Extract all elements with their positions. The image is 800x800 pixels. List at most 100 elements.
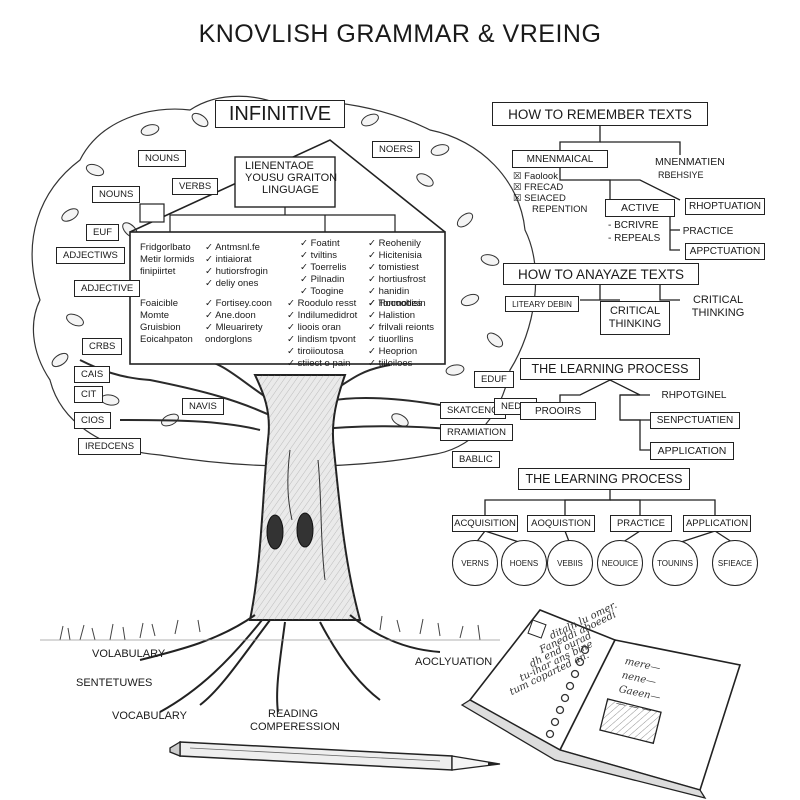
board-col-4-line: ✓ hanidin: [368, 286, 410, 297]
learning1-title: THE LEARNING PROCESS: [520, 358, 700, 380]
remember-active: ACTIVE: [605, 199, 675, 217]
analyze-connectors: [580, 285, 680, 301]
analyze-critical-1: CRITICAL THINKING: [600, 301, 670, 335]
infinitive-header: INFINITIVE: [215, 100, 345, 128]
tree-tag-left: ADJECTIVE: [74, 280, 141, 297]
board-col-4-line: ✓ Hicitenisia: [368, 250, 422, 261]
learning2-stage-box: ACQUISITION: [452, 515, 518, 532]
mnemonic-item: REPENTION: [532, 204, 588, 215]
board-col-8-line: ✓ tiiloiloes: [368, 358, 413, 369]
remember-connectors: [559, 125, 681, 251]
board-heading-1: LIENENTAOE: [245, 160, 314, 172]
board-col-4-line: ✓ Hocoobisin: [368, 298, 426, 309]
root-label-application: AOCLYUATION: [415, 656, 493, 668]
board-col-7-line: ✓ lindism tpvont: [287, 334, 356, 345]
tree-tag-left: NOUNS: [138, 150, 187, 167]
board-col-4-line: ✓ tomistiest: [368, 262, 419, 273]
learning2-stage-box: AOQUISTION: [527, 515, 595, 532]
remember-mnemonical: MNENMAICAL: [512, 150, 608, 168]
root-label-vocabulary-2: VOCABULARY: [112, 710, 187, 722]
tree-tag-right: RRAMIATION: [440, 424, 513, 441]
learning2-title: THE LEARNING PROCESS: [518, 468, 690, 490]
board-col-7-line: ✓ Roodulo resst: [287, 298, 357, 309]
remember-active-item-1: - BCRIVRE: [608, 220, 659, 231]
board-col-5-line: Foaicible: [140, 298, 179, 309]
board-col-6-line: ✓ Fortisey.coon: [205, 298, 272, 309]
analyze-critical-2: CRITICAL THINKING: [680, 292, 756, 322]
learning2-circle: NEOUICE: [597, 540, 643, 586]
analyze-literary: LITEARY DEBIN: [505, 296, 579, 312]
tree-tag-right: BABLIC: [452, 451, 500, 468]
grass: [40, 615, 500, 641]
learning1-right-3: APPLICATION: [650, 442, 734, 460]
board-col-1-line: finipiirtet: [140, 266, 176, 277]
tree-tag-left: CIOS: [74, 412, 112, 429]
root-label-vocabulary-1: VOLABULARY: [92, 648, 166, 660]
critical-1-line-2: THINKING: [608, 318, 662, 330]
learning1-right-2: SENPCTUATIEN: [650, 412, 740, 429]
board-col-4-line: ✓ Reohenily: [368, 238, 421, 249]
learning1-connectors: [559, 379, 650, 451]
learning2-circle: VERNS: [452, 540, 498, 586]
tree-tag-left: NOUNS: [92, 186, 141, 203]
tree-tag-right: NOERS: [372, 141, 420, 158]
tree-tag-left: ADJECTIWS: [56, 247, 125, 264]
learning2-circle: VEBIIS: [547, 540, 593, 586]
analyze-title: HOW TO ANAYAZE TEXTS: [503, 263, 699, 285]
board-col-8-line: ✓ Tonmotles: [368, 298, 422, 309]
remember-active-item-2: - REPEALS: [608, 233, 661, 244]
small-figure: [139, 203, 165, 223]
board-col-2-line: ✓ Antmsnl.fe: [205, 242, 260, 253]
board-col-1-line: Metir lormids: [140, 254, 195, 265]
tree-tag-left: VERBS: [172, 178, 219, 195]
mnemonic-item: ☒ SEIACED: [513, 193, 566, 204]
board-col-7-line: ✓ lioois oran: [287, 322, 341, 333]
board-col-3-line: ✓ Foatint: [300, 238, 340, 249]
remember-mnemation-sub: RBEHSIYE: [658, 170, 704, 180]
tree-tag-left: CIT: [74, 386, 104, 403]
board-col-3-line: ✓ Toogine: [300, 286, 344, 297]
tree-tag-right: EDUF: [474, 371, 514, 388]
board-col-2-line: ✓ deliy ones: [205, 278, 259, 289]
critical-2-line-2: THINKING: [691, 307, 745, 319]
board-col-8-line: ✓ Heoprion: [368, 346, 418, 357]
board-col-3-line: ✓ Toerrelis: [300, 262, 347, 273]
board-col-6-line: ✓ Mleuarirety: [205, 322, 263, 333]
learning2-circle: HOENS: [501, 540, 547, 586]
board-col-8-line: ✓ frilvali reionts: [368, 322, 435, 333]
board-col-1-line: Fridgorlbato: [140, 242, 191, 253]
critical-1-line-1: CRITICAL: [609, 305, 661, 317]
board-col-7-line: ✓ tiroiioutosa: [287, 346, 344, 357]
board-col-8-line: ✓ Halistion: [368, 310, 416, 321]
tree-board: [129, 139, 446, 365]
board-col-7-line: ✓ stiiect o pain: [287, 358, 351, 369]
remember-mnemation: MNENMATIEN: [655, 156, 725, 168]
remember-rhoptuation: RHOPTUATION: [685, 198, 765, 215]
root-label-sentences: SENTETUWES: [76, 677, 153, 689]
board-col-7-line: ✓ Indilumedidrot: [287, 310, 358, 321]
board-col-3-line: ✓ Pilnadin: [300, 274, 345, 285]
board-col-2-line: ✓ intiaiorat: [205, 254, 252, 265]
board-col-3-line: ✓ tviltins: [300, 250, 337, 261]
board-heading-3: LINGUAGE: [262, 184, 319, 196]
learning2-circle: SFIEACE: [712, 540, 758, 586]
mnemonic-item: ☒ Faolook: [513, 171, 558, 182]
tree-tag-right: SKATCENG: [440, 402, 506, 419]
remember-practice: PRACTICE: [683, 223, 733, 240]
learning2-stage-box: PRACTICE: [610, 515, 672, 532]
leaf-cluster: [51, 112, 504, 427]
pencil-drawing: [169, 740, 501, 771]
page-title: KNOVLISH GRAMMAR & VREING: [198, 20, 602, 48]
learning2-stage-box: APPLICATION: [683, 515, 751, 532]
learning2-connectors: [474, 490, 736, 545]
board-col-5-line: Gruisbion: [140, 322, 181, 333]
tree-tag-left: EUF: [86, 224, 119, 241]
board-col-5-line: Eoicahpaton: [140, 334, 193, 345]
notebook-drawing: [460, 609, 742, 800]
remember-title: HOW TO REMEMBER TEXTS: [492, 102, 708, 126]
tree-tag-left: IREDCENS: [78, 438, 142, 455]
board-col-8-line: ✓ tiuorllins: [368, 334, 414, 345]
learning1-proofs: PROOIRS: [520, 402, 596, 420]
